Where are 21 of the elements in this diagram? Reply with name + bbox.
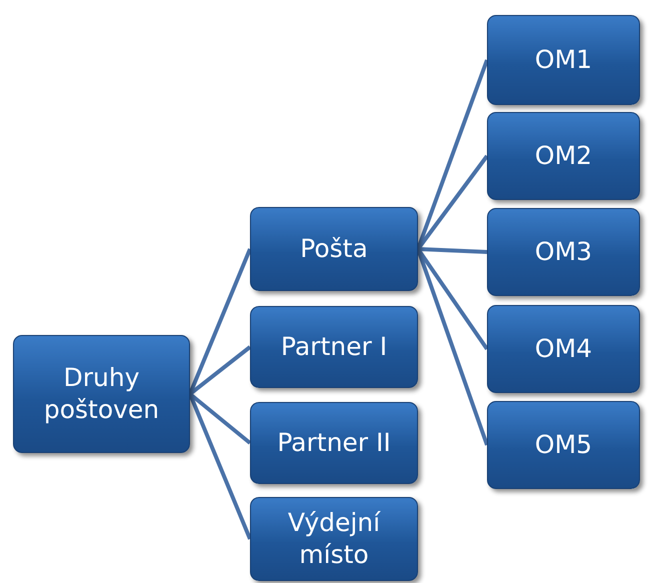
process-box	[250, 306, 418, 388]
process-box	[487, 112, 640, 200]
process-box	[487, 305, 640, 393]
process-box	[487, 401, 640, 489]
node-label: OM4	[534, 332, 594, 365]
connector-line	[418, 247, 488, 254]
node-label: OM2	[534, 140, 594, 172]
process-box	[487, 15, 640, 105]
node-label: OM3	[534, 236, 594, 268]
process-box	[13, 335, 190, 453]
process-box	[250, 402, 418, 484]
node-label: Partner I	[280, 330, 388, 363]
process-box	[250, 497, 418, 581]
process-box	[487, 208, 640, 296]
node-label: OM1	[534, 44, 594, 76]
process-box	[250, 207, 418, 291]
node-label: Partner II	[276, 426, 392, 459]
node-label: OM5	[534, 428, 594, 461]
node-label: Druhy poštoven	[42, 362, 160, 426]
node-label: Pošta	[299, 232, 369, 265]
node-label: Výdejní místo	[286, 506, 382, 571]
